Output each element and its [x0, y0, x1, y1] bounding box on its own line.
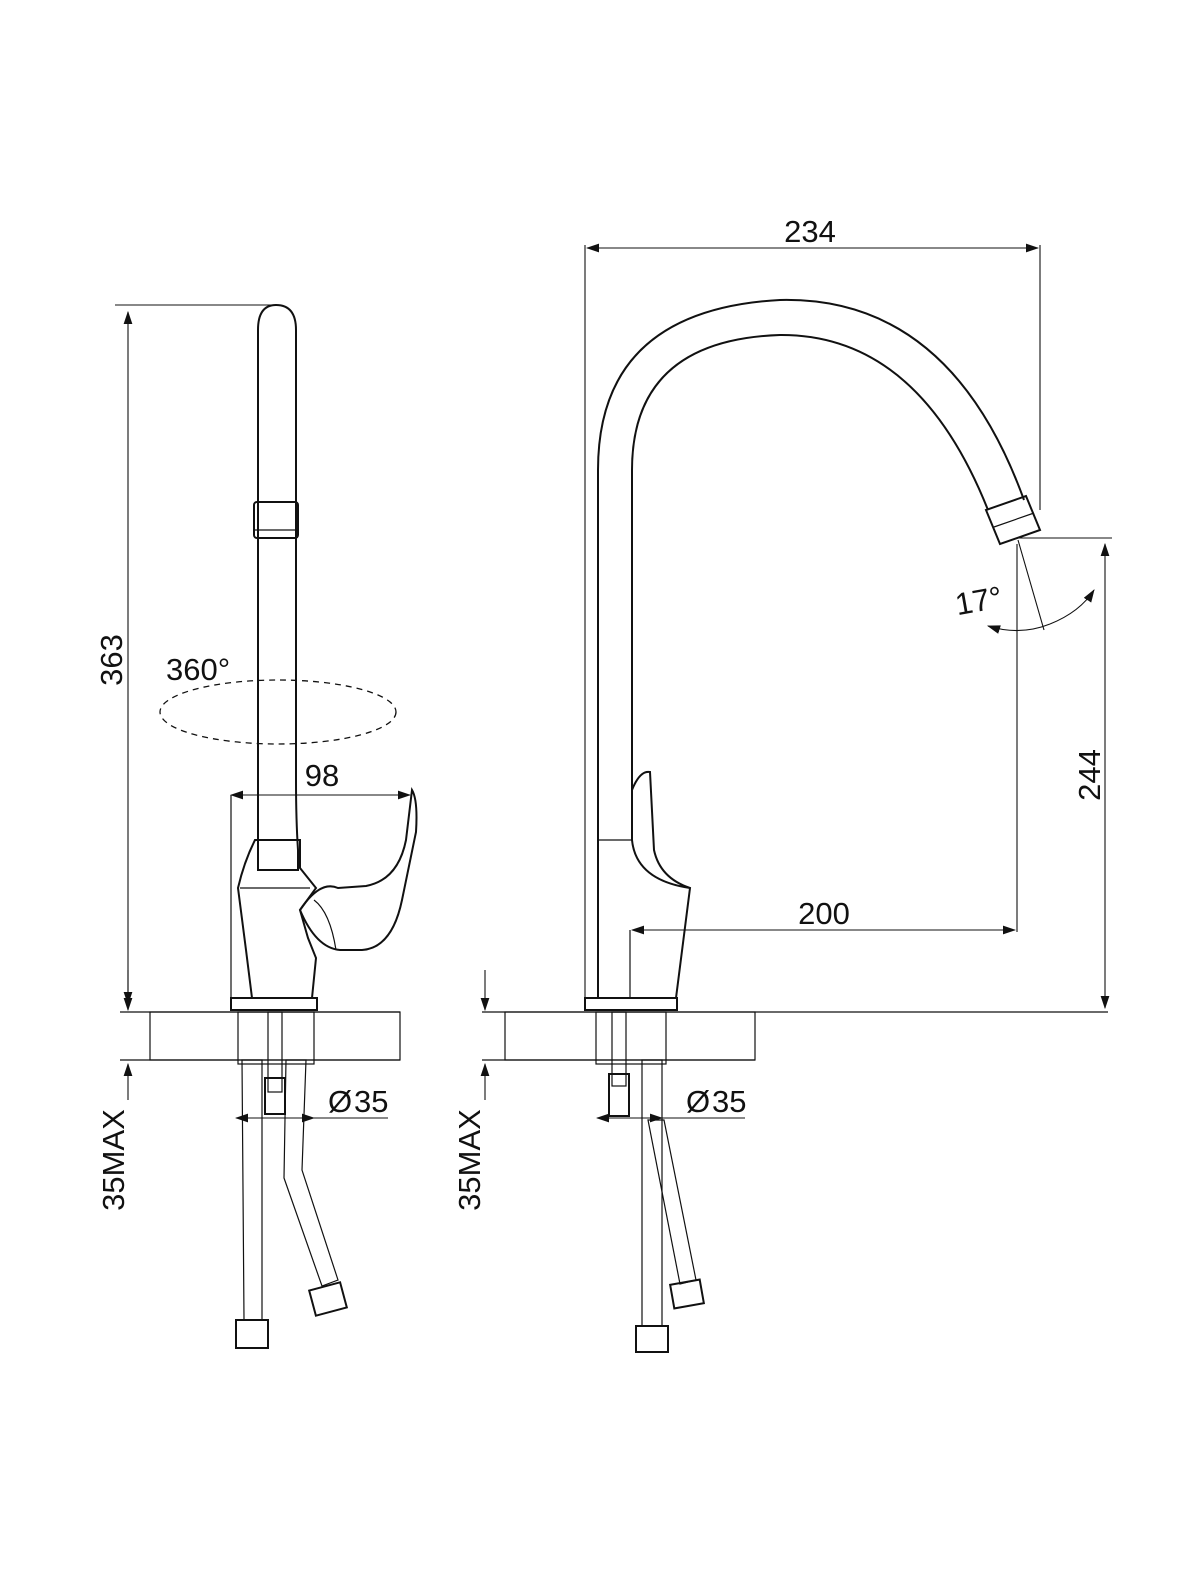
rotation-ellipse: [159, 679, 397, 745]
svg-text:35MAX: 35MAX: [452, 1109, 487, 1211]
svg-text:35: 35: [354, 1084, 388, 1119]
dim-363: 363: [94, 304, 278, 1006]
dim-35max-left: 35MAX: [96, 970, 133, 1211]
gooseneck-spout: [597, 298, 1042, 840]
rotation-label: 360°: [166, 652, 230, 687]
countertop-left: [120, 1011, 401, 1061]
dim-diameter-left: Ø 35: [234, 1084, 388, 1123]
svg-text:98: 98: [305, 758, 339, 793]
faucet-body-right: [584, 770, 692, 1011]
fittings-right: [595, 1011, 706, 1353]
svg-text:Ø: Ø: [328, 1084, 352, 1119]
dim-98: 98: [229, 758, 412, 800]
side-view: 360° 363: [94, 303, 418, 1349]
svg-text:35MAX: 35MAX: [96, 1109, 131, 1211]
svg-text:Ø: Ø: [686, 1084, 710, 1119]
dim-angle: 17°: [953, 539, 1095, 634]
dim-200: 200: [630, 544, 1018, 935]
svg-text:363: 363: [94, 634, 129, 686]
spout-tube-left: [253, 303, 299, 871]
svg-text:200: 200: [798, 896, 850, 931]
dim-35max-right: 35MAX: [452, 970, 490, 1211]
svg-text:35: 35: [712, 1084, 746, 1119]
countertop-right: [482, 1011, 1108, 1061]
dim-diameter-right: Ø 35: [595, 1084, 746, 1123]
svg-text:244: 244: [1072, 749, 1107, 801]
svg-text:17°: 17°: [953, 580, 1005, 623]
fittings-left: [235, 1011, 349, 1349]
dim-244: 244: [1018, 537, 1112, 1010]
dim-234: 234: [584, 214, 1041, 998]
svg-text:234: 234: [784, 214, 836, 249]
front-view: 234 200 244 17° 35MAX: [452, 214, 1112, 1353]
faucet-body-left: [230, 786, 418, 1011]
